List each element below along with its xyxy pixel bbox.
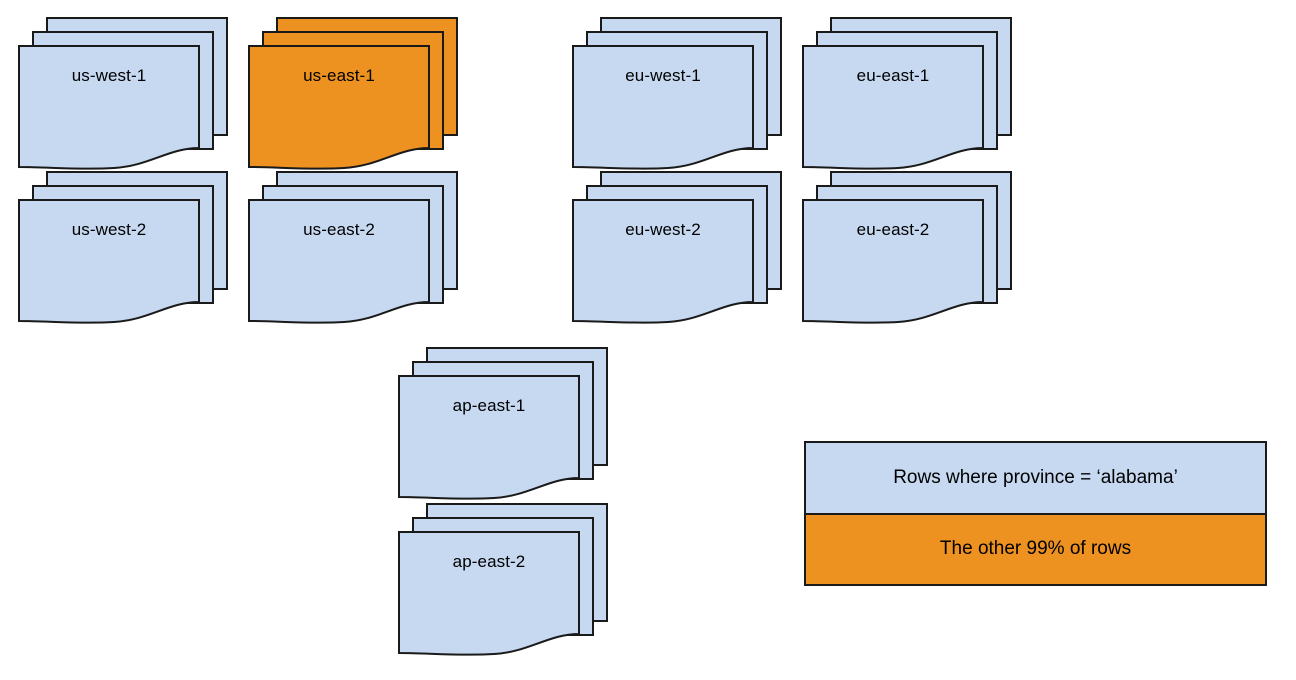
document-stack-icon: [18, 171, 228, 324]
region-stack-us-east-1[interactable]: us-east-1: [248, 17, 458, 173]
region-stack-eu-east-1[interactable]: eu-east-1: [802, 17, 1012, 173]
document-stack-icon: [802, 171, 1012, 324]
region-stack-eu-east-2[interactable]: eu-east-2: [802, 171, 1012, 327]
region-stack-us-west-2[interactable]: us-west-2: [18, 171, 228, 327]
region-stack-ap-east-2[interactable]: ap-east-2: [398, 503, 608, 659]
region-stack-us-west-1[interactable]: us-west-1: [18, 17, 228, 173]
legend-orange-label: The other 99% of rows: [939, 538, 1132, 560]
document-stack-icon: [398, 503, 608, 656]
region-stack-eu-west-1[interactable]: eu-west-1: [572, 17, 782, 173]
legend-band-orange: The other 99% of rows: [806, 514, 1265, 584]
region-stack-us-east-2[interactable]: us-east-2: [248, 171, 458, 327]
document-stack-icon: [18, 17, 228, 170]
document-stack-icon: [248, 17, 458, 170]
document-stack-icon: [248, 171, 458, 324]
document-stack-icon: [572, 17, 782, 170]
document-stack-icon: [398, 347, 608, 500]
document-stack-icon: [802, 17, 1012, 170]
region-stack-ap-east-1[interactable]: ap-east-1: [398, 347, 608, 503]
legend-blue-label: Rows where province = ‘alabama’: [893, 466, 1178, 488]
document-stack-icon: [572, 171, 782, 324]
region-stack-eu-west-2[interactable]: eu-west-2: [572, 171, 782, 327]
legend-band-blue: Rows where province = ‘alabama’: [806, 443, 1265, 515]
legend: Rows where province = ‘alabama’ The othe…: [804, 441, 1267, 586]
